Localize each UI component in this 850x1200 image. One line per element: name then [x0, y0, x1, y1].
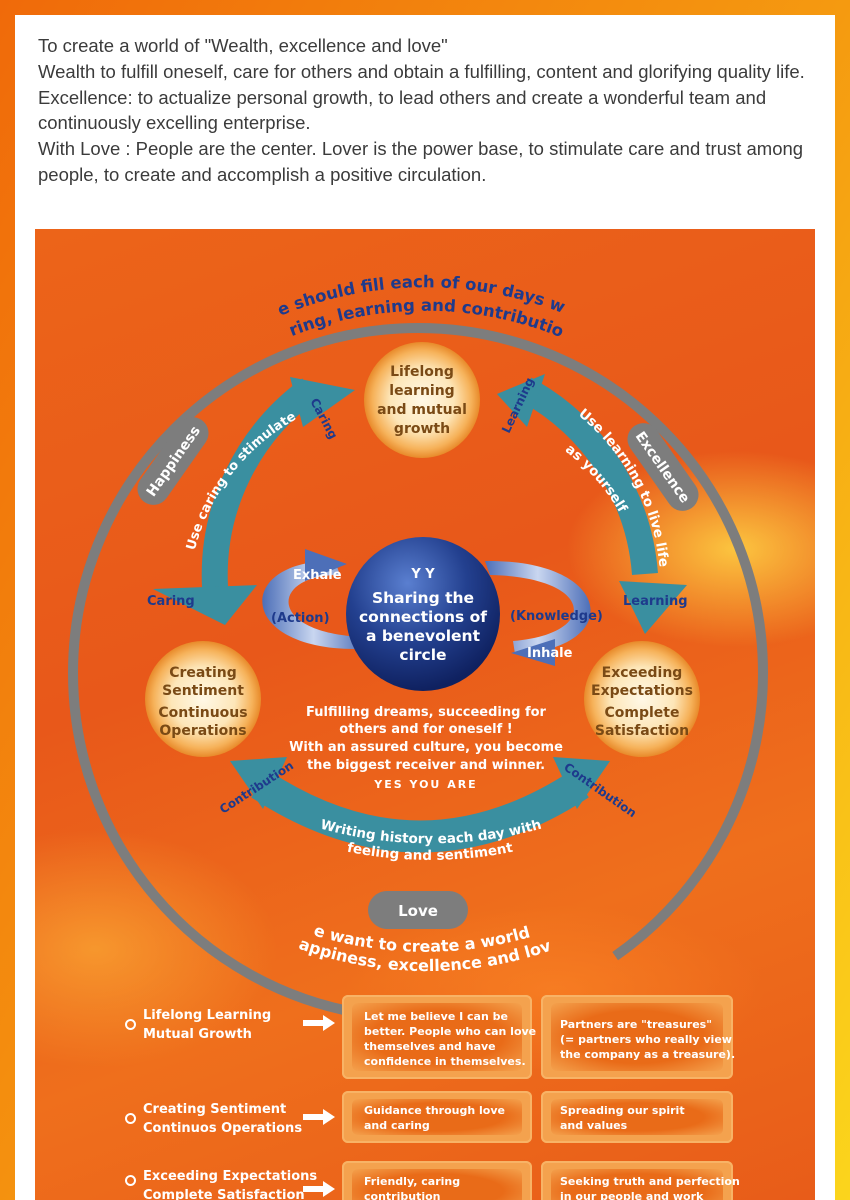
inhale-label: Inhale: [527, 646, 573, 661]
motto-text: Fulfilling dreams, succeeding for others…: [289, 705, 563, 791]
intro-line-4: With Love : People are the center. Lover…: [38, 138, 804, 185]
svg-text:others and for oneself !: others and for oneself !: [339, 722, 512, 737]
svg-text:Fulfilling dreams, succeeding: Fulfilling dreams, succeeding for: [306, 705, 547, 720]
intro-text: To create a world of "Wealth, excellence…: [38, 33, 818, 188]
svg-text:With an assured culture, you b: With an assured culture, you become: [289, 740, 563, 755]
svg-text:Lifelong: Lifelong: [390, 364, 454, 380]
table-cell: [342, 995, 532, 1079]
svg-text:Exceeding: Exceeding: [602, 665, 683, 681]
right-arrow-icon: [303, 1015, 335, 1031]
knowledge-label: (Knowledge): [510, 609, 603, 624]
love-pill: Love: [368, 891, 468, 929]
svg-text:Complete: Complete: [605, 705, 680, 721]
node-creating-sentiment: Creating Sentiment Continuous Operations: [145, 641, 261, 757]
bullet-icon: [125, 1019, 136, 1030]
svg-text:circle: circle: [399, 646, 446, 664]
svg-text:Y Y: Y Y: [410, 567, 435, 582]
exhale-label: Exhale: [293, 568, 342, 583]
cell-text-2-2: Spreading our spirit and values: [560, 1104, 685, 1132]
caring-end-label: Caring: [147, 594, 195, 609]
bullet-icon: [125, 1175, 136, 1186]
svg-text:Operations: Operations: [159, 723, 246, 739]
svg-text:Sentiment: Sentiment: [162, 683, 244, 699]
svg-text:and mutual: and mutual: [377, 402, 467, 418]
svg-text:learning: learning: [389, 383, 454, 399]
intro-line-1: To create a world of "Wealth, excellence…: [38, 35, 448, 56]
svg-text:YES YOU ARE: YES YOU ARE: [373, 778, 477, 791]
center-sphere: Y Y Sharing the connections of a benevol…: [346, 537, 500, 691]
table-cell: [541, 1161, 733, 1200]
svg-text:Love: Love: [398, 902, 438, 920]
svg-text:Expectations: Expectations: [591, 683, 693, 699]
intro-line-3: Excellence: to actualize personal growth…: [38, 86, 767, 134]
bullet-icon: [125, 1113, 136, 1124]
svg-text:the biggest receiver and winne: the biggest receiver and winner.: [307, 758, 545, 773]
table-cell: [342, 1091, 532, 1143]
svg-text:Sharing the: Sharing the: [372, 589, 474, 607]
philosophy-poster: We should fill each of our days with car…: [35, 229, 815, 1200]
right-arrow-icon: [303, 1109, 335, 1125]
svg-text:growth: growth: [394, 421, 450, 437]
node-exceeding-expectations: Exceeding Expectations Complete Satisfac…: [584, 641, 700, 757]
svg-text:Continuous: Continuous: [158, 705, 247, 721]
node-lifelong-learning: Lifelong learning and mutual growth: [364, 342, 480, 458]
svg-text:Satisfaction: Satisfaction: [595, 723, 689, 739]
cell-text-1-2: Partners are "treasures" (= partners who…: [560, 1018, 736, 1061]
table-cell: [541, 1091, 733, 1143]
svg-text:Creating: Creating: [169, 665, 237, 681]
learning-end-label: Learning: [623, 594, 688, 609]
svg-text:a benevolent: a benevolent: [366, 627, 481, 645]
outer-ring: [68, 323, 768, 1023]
contribution-arrow: Writing history each day with feeling an…: [230, 757, 610, 864]
exhale-inhale-swirl: [262, 549, 591, 666]
table-cell: [342, 1161, 532, 1200]
intro-line-2: Wealth to fulfill oneself, care for othe…: [38, 60, 805, 82]
right-arrow-icon: [303, 1181, 335, 1197]
philosophy-diagram: We should fill each of our days with car…: [35, 229, 768, 1023]
action-label: (Action): [271, 611, 330, 626]
table-cell: [541, 995, 733, 1079]
svg-text:connections of: connections of: [359, 608, 487, 626]
